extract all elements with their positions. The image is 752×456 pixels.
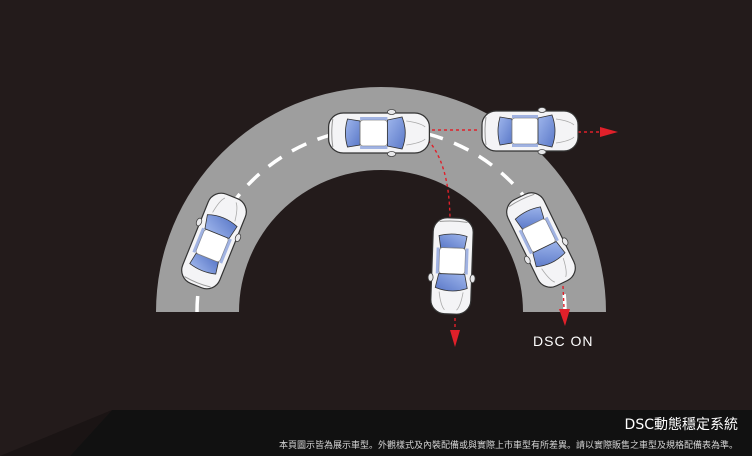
dsc-on-label: DSC ON: [533, 333, 594, 349]
dsc-arrow-head: [559, 309, 570, 326]
footer-bar: [70, 410, 752, 456]
dsc-path-line: [562, 285, 565, 309]
car-skidding-right: [481, 106, 579, 156]
car-top-center: [327, 108, 431, 158]
footer-disclaimer: 本頁圖示皆為展示車型。外觀樣式及內裝配備或與實際上市車型有所差異。請以實際販售之…: [278, 441, 738, 451]
footer-bar-shade: [0, 410, 112, 456]
skid-arrow-head: [600, 127, 618, 137]
footer-title: DSC動態穩定系統: [624, 417, 738, 433]
car-spinning-inward: [426, 216, 478, 316]
spin-arrow-head: [450, 330, 460, 347]
